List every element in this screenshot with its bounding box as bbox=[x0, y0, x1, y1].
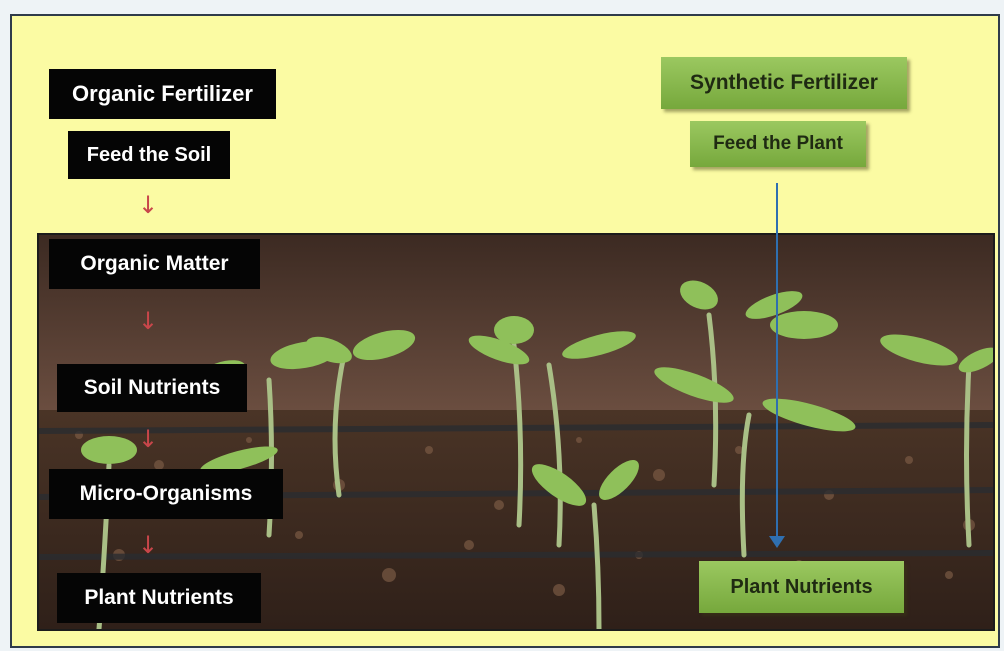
synthetic-plant-nutrients-label: Plant Nutrients bbox=[699, 561, 904, 613]
organic-plant-nutrients-label: Plant Nutrients bbox=[57, 573, 261, 623]
synthetic-feed-plant-label: Feed the Plant bbox=[690, 121, 866, 167]
organic-matter-label: Organic Matter bbox=[49, 239, 260, 289]
organic-arrow-1: ↓ bbox=[138, 193, 158, 217]
micro-organisms-label: Micro-Organisms bbox=[49, 469, 283, 519]
synthetic-arrow-line bbox=[776, 183, 778, 540]
soil-nutrients-label: Soil Nutrients bbox=[57, 364, 247, 412]
organic-feed-soil-label: Feed the Soil bbox=[68, 131, 230, 179]
synthetic-arrow-head bbox=[769, 536, 785, 548]
organic-arrow-3: ↓ bbox=[138, 427, 158, 451]
organic-arrow-2: ↓ bbox=[138, 309, 158, 333]
organic-fertilizer-title: Organic Fertilizer bbox=[49, 69, 276, 119]
synthetic-fertilizer-title: Synthetic Fertilizer bbox=[661, 57, 907, 109]
organic-arrow-4: ↓ bbox=[138, 533, 158, 557]
